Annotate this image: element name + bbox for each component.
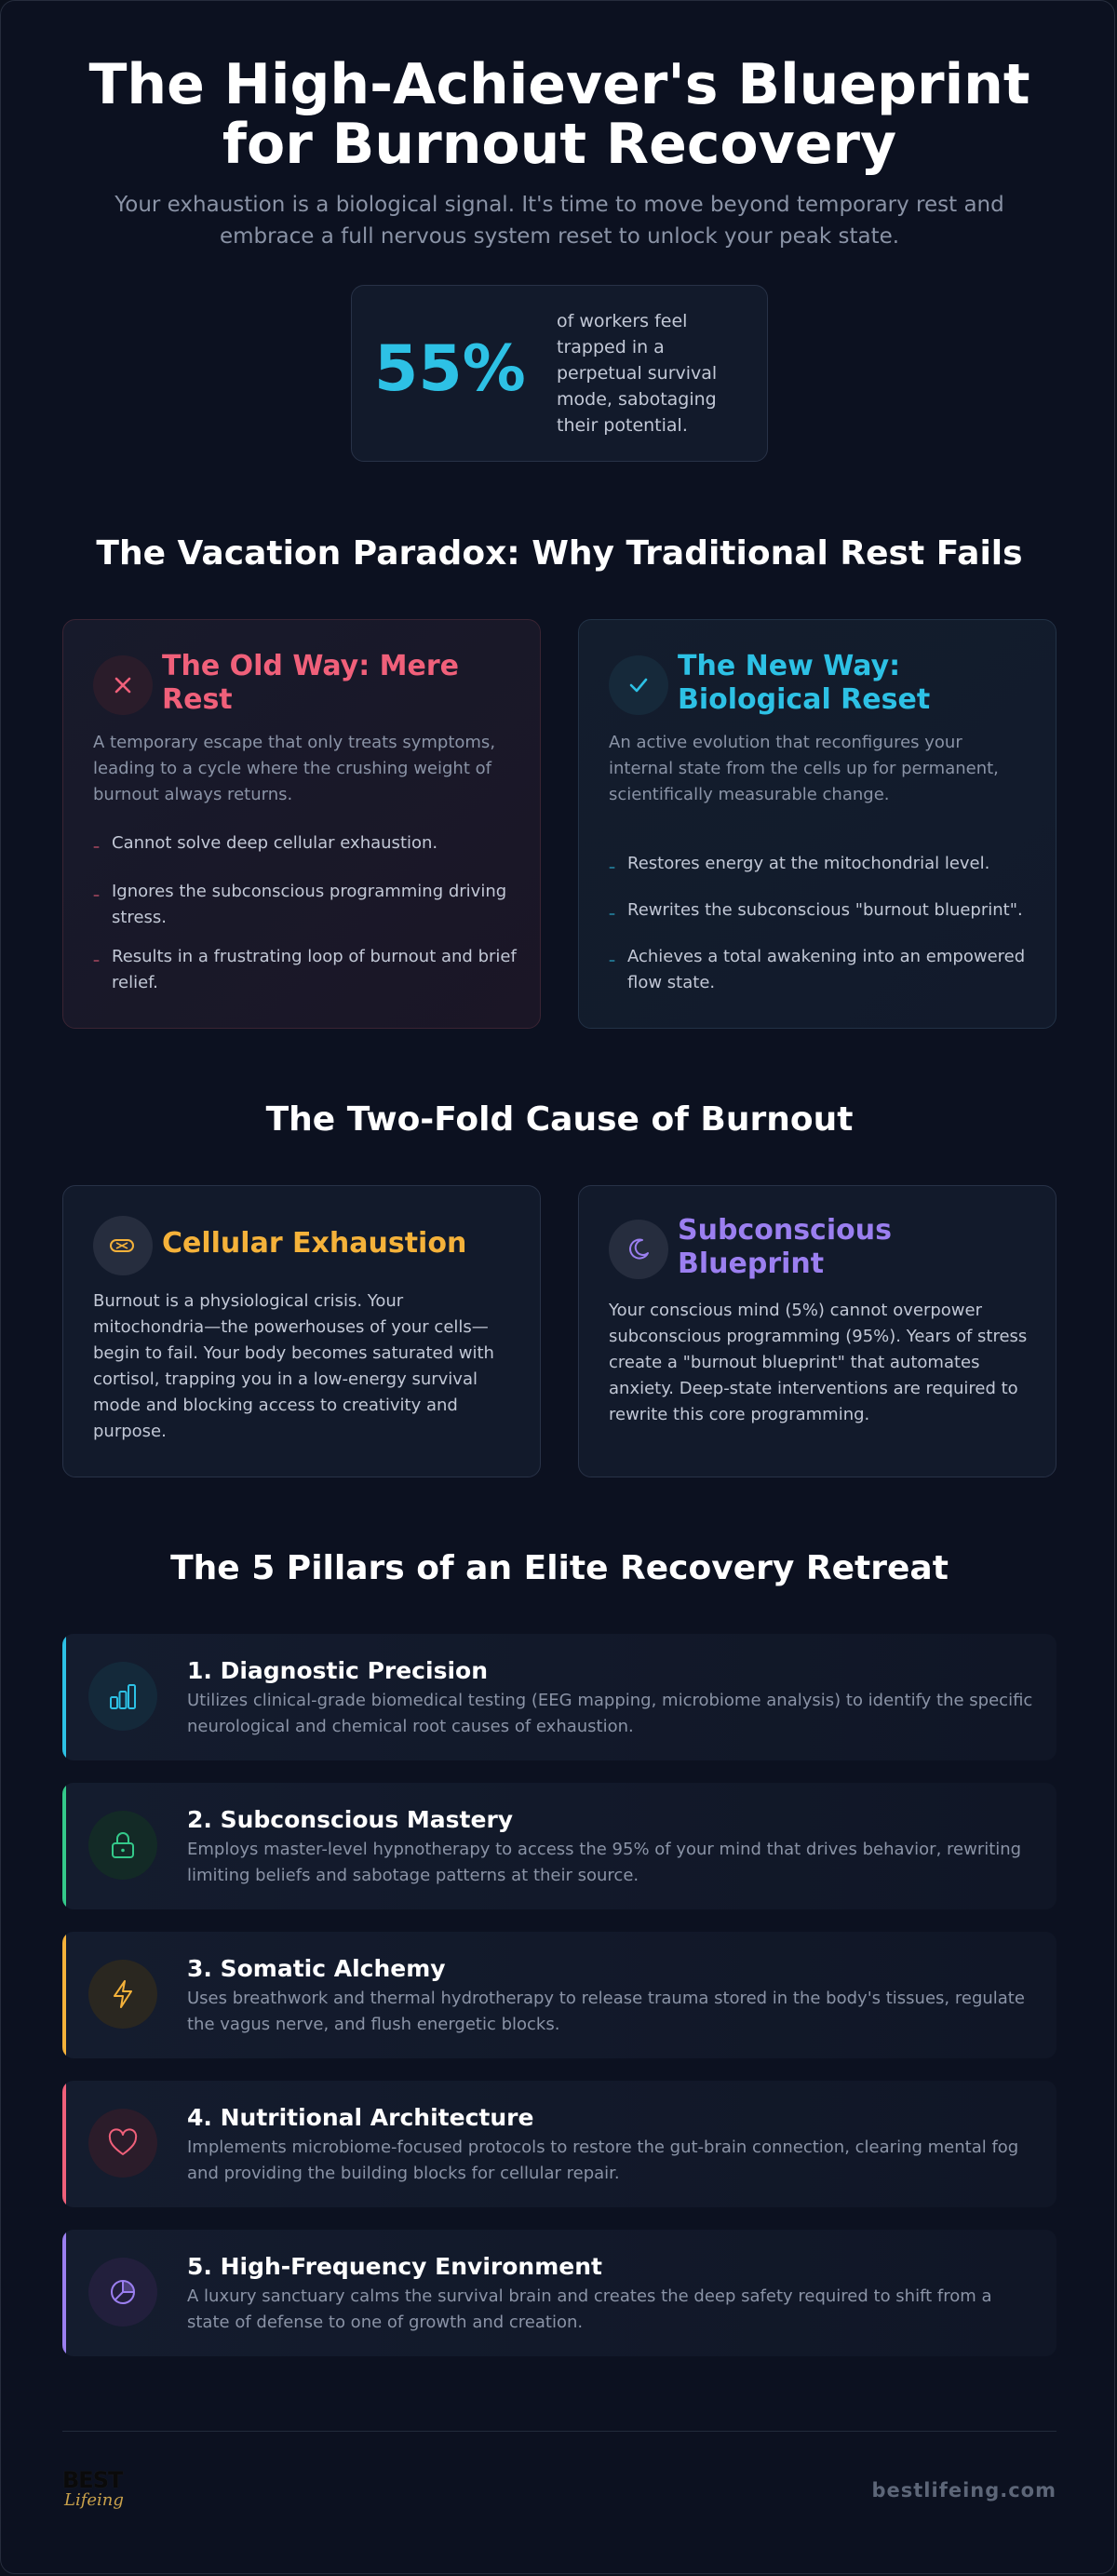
x-icon <box>93 655 153 715</box>
subconscious-blueprint-title: Subconscious Blueprint <box>678 1214 892 1280</box>
page-subtitle: Your exhaustion is a biological signal. … <box>114 193 1004 249</box>
page-title: The High-Achiever's Blueprint for Burnou… <box>88 52 1030 177</box>
pillar-description: Employs master-level hypnotherapy to acc… <box>187 1840 1022 1885</box>
pillar-title: 5. High-Frequency Environment <box>187 2253 602 2280</box>
pillar-description: Uses breathwork and thermal hydrotherapy… <box>187 1989 1025 2034</box>
lock-icon <box>88 1811 157 1880</box>
new-way-title: The New Way: Biological Reset <box>678 650 931 716</box>
lightning-icon <box>88 1960 157 2029</box>
cellular-exhaustion-card: Cellular Exhaustion Burnout is a physiol… <box>62 1185 541 1477</box>
stat-value: 55% <box>374 332 526 406</box>
stat-card: 55% of workers feel trapped in a perpetu… <box>351 285 768 462</box>
website-url: bestlifeing.com <box>871 2479 1056 2502</box>
pillar-title: 2. Subconscious Mastery <box>187 1806 514 1833</box>
logo-wordmark: BEST <box>62 2467 123 2493</box>
pillar-accent-bar <box>62 2081 66 2207</box>
pillar-accent-bar <box>62 1634 66 1760</box>
old-way-title: The Old Way: Mere Rest <box>162 650 459 716</box>
pillar-title: 3. Somatic Alchemy <box>187 1955 446 1982</box>
cellular-exhaustion-body: Burnout is a physiological crisis. Your … <box>93 1291 494 1441</box>
new-way-description: An active evolution that reconfigures yo… <box>609 733 999 804</box>
pillar-high-frequency-environment: 5. High-Frequency Environment A luxury s… <box>62 2230 1056 2356</box>
subconscious-blueprint-card: Subconscious Blueprint Your conscious mi… <box>578 1185 1056 1477</box>
check-icon <box>609 655 668 715</box>
battery-icon <box>93 1216 153 1275</box>
subconscious-blueprint-body: Your conscious mind (5%) cannot overpowe… <box>609 1301 1028 1424</box>
cellular-exhaustion-title: Cellular Exhaustion <box>162 1227 467 1260</box>
pie-chart-icon <box>88 2258 157 2326</box>
pillar-accent-bar <box>62 1932 66 2058</box>
pillar-diagnostic-precision: 1. Diagnostic Precision Utilizes clinica… <box>62 1634 1056 1760</box>
logo-script: Lifeing <box>64 2490 124 2510</box>
stat-text: of workers feel trapped in a perpetual s… <box>557 311 718 436</box>
causes-section-title: The Two-Fold Cause of Burnout <box>265 1100 854 1139</box>
footer-divider <box>62 2431 1056 2432</box>
old-way-description: A temporary escape that only treats symp… <box>93 733 496 804</box>
heart-icon <box>88 2109 157 2178</box>
pillar-accent-bar <box>62 2230 66 2356</box>
pillar-nutritional-architecture: 4. Nutritional Architecture Implements m… <box>62 2081 1056 2207</box>
pillar-accent-bar <box>62 1783 66 1909</box>
pillar-somatic-alchemy: 3. Somatic Alchemy Uses breathwork and t… <box>62 1932 1056 2058</box>
pillar-subconscious-mastery: 2. Subconscious Mastery Employs master-l… <box>62 1783 1056 1909</box>
pillar-description: Implements microbiome-focused protocols … <box>187 2138 1019 2183</box>
paradox-section-title: The Vacation Paradox: Why Traditional Re… <box>96 534 1023 573</box>
new-way-card: The New Way: Biological Reset An active … <box>578 619 1056 1029</box>
brand-logo: BEST Lifeing <box>62 2468 124 2520</box>
moon-icon <box>609 1220 668 1279</box>
bar-chart-icon <box>88 1662 157 1731</box>
pillar-title: 4. Nutritional Architecture <box>187 2104 534 2131</box>
pillar-description: Utilizes clinical-grade biomedical testi… <box>187 1691 1033 1736</box>
pillars-section-title: The 5 Pillars of an Elite Recovery Retre… <box>170 1549 949 1587</box>
pillar-title: 1. Diagnostic Precision <box>187 1657 488 1684</box>
pillar-description: A luxury sanctuary calms the survival br… <box>187 2286 992 2332</box>
old-way-card: The Old Way: Mere Rest A temporary escap… <box>62 619 541 1029</box>
